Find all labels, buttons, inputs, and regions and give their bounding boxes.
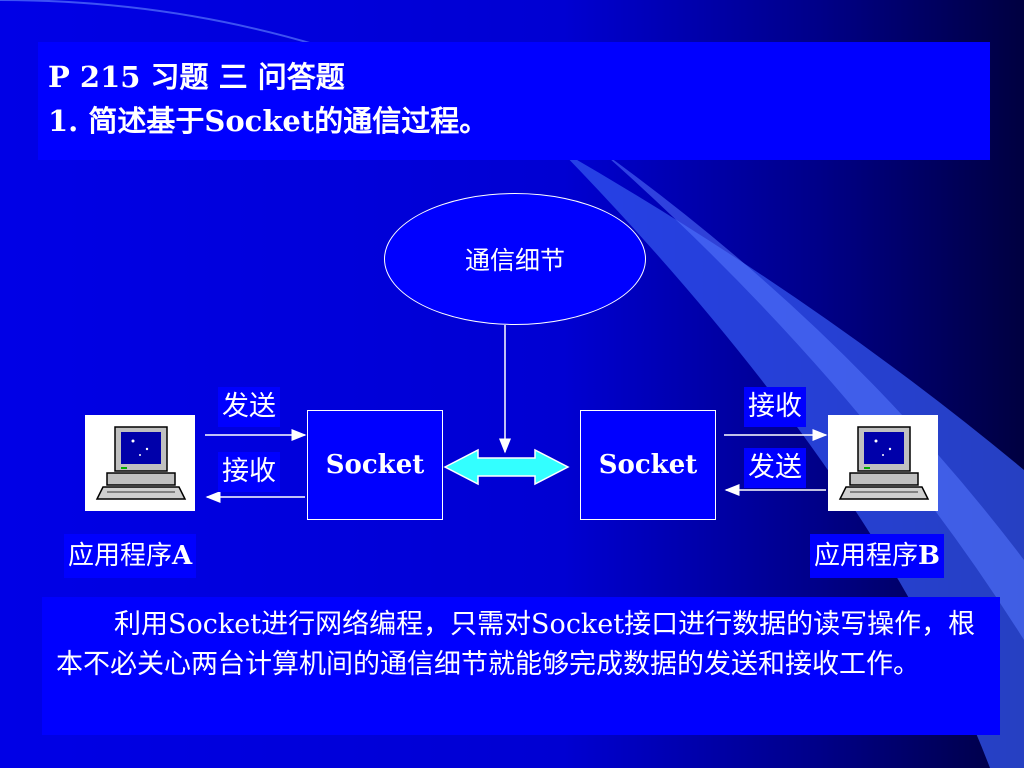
computer-icon bbox=[828, 415, 938, 511]
socket-right-label: Socket bbox=[598, 450, 698, 480]
socket-left-label: Socket bbox=[325, 450, 425, 480]
left-send-label: 发送 bbox=[218, 387, 280, 427]
app-b-text: 应用程序 bbox=[814, 541, 919, 571]
ellipse-label: 通信细节 bbox=[464, 246, 565, 275]
app-a-label: 应用程序A bbox=[64, 534, 197, 578]
socket-double-arrow bbox=[443, 448, 570, 486]
right-receive-label: 接收 bbox=[744, 387, 806, 427]
computer-icon bbox=[85, 415, 195, 511]
title-line-1: P 215 习题 三 问答题 bbox=[48, 60, 345, 94]
socket-box-right: Socket bbox=[580, 410, 716, 520]
communication-details-ellipse: 通信细节 bbox=[384, 193, 646, 325]
app-a-suffix: A bbox=[172, 541, 193, 571]
title-line-2: 1. 简述基于Socket的通信过程。 bbox=[48, 104, 489, 138]
app-b-suffix: B bbox=[918, 541, 940, 571]
app-b-label: 应用程序B bbox=[810, 534, 944, 578]
socket-box-left: Socket bbox=[307, 410, 443, 520]
title-box: P 215 习题 三 问答题 1. 简述基于Socket的通信过程。 bbox=[38, 42, 990, 160]
right-send-label: 发送 bbox=[744, 448, 806, 488]
app-a-text: 应用程序 bbox=[68, 541, 173, 571]
explanation-text: 利用Socket进行网络编程，只需对Socket接口进行数据的读写操作，根本不必… bbox=[42, 597, 1000, 735]
left-receive-label: 接收 bbox=[218, 452, 280, 492]
